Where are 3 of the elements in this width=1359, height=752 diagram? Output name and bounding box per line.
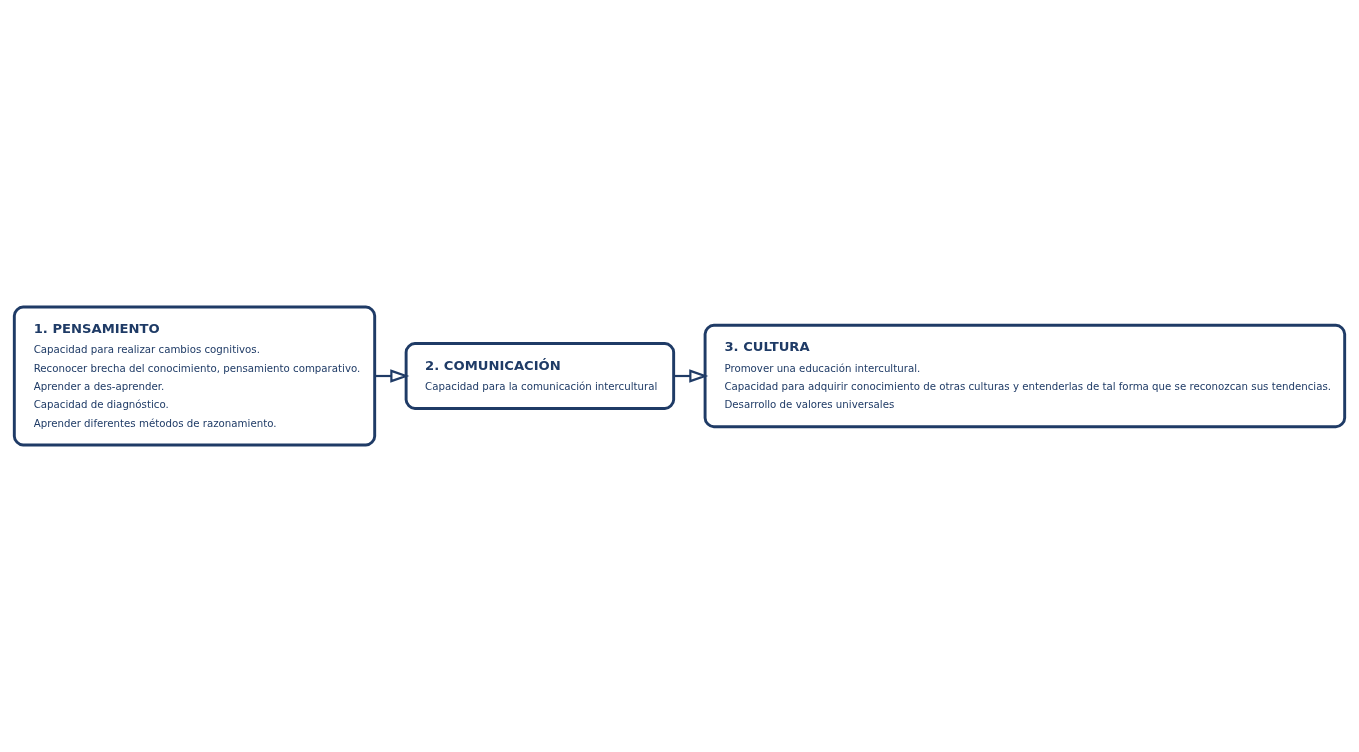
node-box: 3. CULTURA Promover una educación intercultural. Capacidad para adquirir conocimiento de otras culturas y entenderlas de tal forma que se reconozcan sus tendencias. Desarrollo de valores universales [703,323,1347,429]
node-box: 1. PENSAMIENTO Capacidad para realizar cambios cognitivos. Reconocer brecha del conocimiento, pensamiento comparativo. Aprender a des-aprender. Capacidad de diagnóstico. Aprender diferentes métodos de razonamiento. [12,305,377,447]
node-box: 2. COMUNICACIÓN Capacidad para la comunicación intercultural [404,342,676,410]
